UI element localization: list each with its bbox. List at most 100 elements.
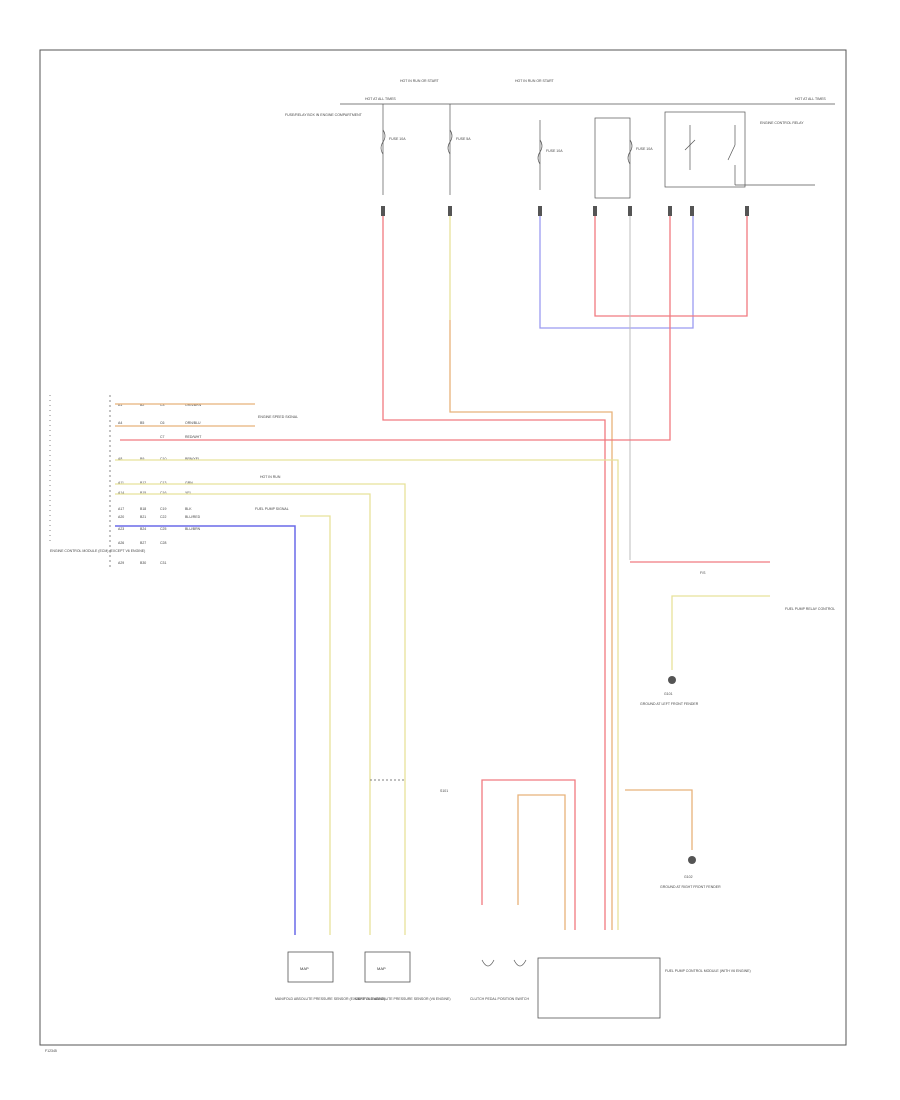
wire-ecm-yellow-2	[115, 493, 371, 935]
svg-text:RED/WHT: RED/WHT	[185, 435, 202, 439]
wire-red-fuse4	[594, 216, 748, 317]
ecm-pin-row-1: A4 B5 C6 ORN/BLU	[118, 421, 201, 425]
svg-text:B18: B18	[140, 507, 146, 511]
wire-red-switch	[481, 779, 576, 930]
wire-blue-fuse3	[539, 216, 694, 329]
svg-text:A8: A8	[118, 457, 122, 461]
ecm-pin-row-8: A23 B24 C25 BLU/BRN	[118, 527, 201, 531]
ecm-pin-row-7: A20 B21 C22 BLU/RED	[118, 515, 201, 519]
fuse-1: FUSE 10A	[380, 104, 406, 195]
relay-label: ENGINE CONTROL RELAY	[760, 121, 804, 125]
svg-text:BLK: BLK	[185, 507, 192, 511]
engine-speed-label: ENGINE SPEED SIGNAL	[258, 415, 298, 419]
svg-text:FUSE 10A: FUSE 10A	[389, 137, 406, 141]
svg-text:A20: A20	[118, 515, 124, 519]
hot-in-run-label-1: HOT IN RUN OR START	[400, 79, 440, 83]
svg-text:C22: C22	[160, 515, 166, 519]
svg-text:C13: C13	[160, 481, 166, 485]
wire-orange-ground2	[625, 789, 693, 850]
ecm-pin-row-5: A14 B15 C16 YEL	[118, 491, 192, 495]
svg-text:A29: A29	[118, 561, 124, 565]
hot-in-run-label-2: HOT IN RUN OR START	[515, 79, 555, 83]
svg-text:B30: B30	[140, 561, 146, 565]
map-sensor-1: MAP MANIFOLD ABSOLUTE PRESSURE SENSOR (E…	[275, 951, 385, 1001]
svg-text:G101: G101	[664, 692, 673, 696]
svg-text:B9: B9	[140, 457, 144, 461]
svg-text:BRN/YEL: BRN/YEL	[185, 457, 200, 461]
svg-text:FUSE 10A: FUSE 10A	[546, 149, 563, 153]
ecm-pin-row-6: A17 B18 C19 BLK	[118, 507, 192, 511]
svg-text:ORN/BRN: ORN/BRN	[185, 403, 202, 407]
svg-text:C7: C7	[160, 435, 165, 439]
svg-text:B5: B5	[140, 421, 144, 425]
svg-text:BLU/BRN: BLU/BRN	[185, 527, 201, 531]
svg-text:ORN/BLU: ORN/BLU	[185, 421, 201, 425]
svg-text:CLUTCH PEDAL POSITION SWITCH: CLUTCH PEDAL POSITION SWITCH	[470, 997, 529, 1001]
svg-text:BLU/RED: BLU/RED	[185, 515, 201, 519]
svg-text:G102: G102	[684, 875, 693, 879]
hot-signal-label: HOT IN RUN	[260, 475, 281, 479]
fuse-2: FUSE 5A	[447, 104, 471, 195]
wire-orange-switch	[517, 794, 566, 930]
svg-text:A26: A26	[118, 541, 124, 545]
wire-ecm-yellow-1	[115, 483, 406, 935]
hot-at-all-times-right: HOT AT ALL TIMES	[795, 97, 826, 101]
svg-text:B2: B2	[140, 403, 144, 407]
svg-text:FUSE 5A: FUSE 5A	[456, 137, 471, 141]
svg-text:GRN: GRN	[185, 481, 193, 485]
wire-ecm-blue	[115, 525, 296, 935]
ground-g101: G101 GROUND AT LEFT FRONT FENDER	[640, 676, 699, 706]
svg-text:GROUND AT RIGHT FRONT FENDER: GROUND AT RIGHT FRONT FENDER	[660, 885, 721, 889]
svg-text:B24: B24	[140, 527, 146, 531]
svg-text:FUEL PUMP CONTROL MODULE (WITH: FUEL PUMP CONTROL MODULE (WITH V6 ENGINE…	[665, 969, 751, 973]
svg-text:A14: A14	[118, 491, 124, 495]
top-connector-pins	[381, 206, 749, 216]
svg-text:GROUND AT LEFT FRONT FENDER: GROUND AT LEFT FRONT FENDER	[640, 702, 699, 706]
hot-at-all-times-left: HOT AT ALL TIMES	[365, 97, 396, 101]
svg-text:C25: C25	[160, 527, 166, 531]
svg-text:C19: C19	[160, 507, 166, 511]
svg-text:B27: B27	[140, 541, 146, 545]
ecm-pin-row-2: C7 RED/WHT	[160, 435, 202, 439]
svg-text:A4: A4	[118, 421, 122, 425]
wire-red-relay	[120, 216, 671, 441]
fuse-4: FUSE 10A	[594, 117, 653, 199]
wire-orange-fuse2	[449, 320, 613, 930]
ecm-pin-row-3: A8 B9 C10 BRN/YEL	[118, 457, 200, 461]
fuse-small-label: F/S	[700, 571, 706, 575]
ecm-pin-row-9: A26 B27 C28	[118, 541, 166, 545]
svg-text:C6: C6	[160, 421, 165, 425]
clutch-switch: CLUTCH PEDAL POSITION SWITCH	[470, 959, 529, 1001]
fuse-3: FUSE 10A	[537, 120, 563, 190]
fuel-signal-label: FUEL PUMP SIGNAL	[255, 507, 289, 511]
diagram-frame	[39, 49, 847, 1046]
ecm-pin-row-0: A1 B2 C3 ORN/BRN	[118, 403, 202, 407]
fuel-relay-label: FUEL PUMP RELAY CONTROL	[785, 607, 835, 611]
footer-code: F12345	[45, 1049, 57, 1053]
map-sensor-2: MAP MANIFOLD ABSOLUTE PRESSURE SENSOR (V…	[355, 951, 451, 1001]
svg-text:A23: A23	[118, 527, 124, 531]
ecm-pin-row-4: A11 B12 C13 GRN	[118, 481, 193, 485]
svg-text:C3: C3	[160, 403, 165, 407]
svg-text:C10: C10	[160, 457, 166, 461]
svg-text:C28: C28	[160, 541, 166, 545]
ecm-pin-row-10: A29 B30 C31	[118, 561, 166, 565]
svg-text:FUSE 10A: FUSE 10A	[636, 147, 653, 151]
wire-ecm-yellow-3	[300, 515, 331, 935]
svg-text:A1: A1	[118, 403, 122, 407]
svg-text:C31: C31	[160, 561, 166, 565]
fuse-box-label: FUSE/RELAY BOX IN ENGINE COMPARTMENT	[285, 113, 363, 117]
svg-text:YEL: YEL	[185, 491, 192, 495]
wire-ecm-yellow-long	[115, 459, 619, 930]
fuel-pump-control-module: FUEL PUMP CONTROL MODULE (WITH V6 ENGINE…	[537, 957, 751, 1019]
svg-text:MANIFOLD ABSOLUTE PRESSURE SEN: MANIFOLD ABSOLUTE PRESSURE SENSOR (V6 EN…	[355, 997, 451, 1001]
wire-yellow-ground1	[671, 595, 770, 670]
ecm-label: ENGINE CONTROL MODULE (ECM) (EXCEPT V6 E…	[50, 549, 145, 553]
svg-text:MAP: MAP	[377, 966, 386, 971]
svg-text:MAP: MAP	[300, 966, 309, 971]
svg-text:B21: B21	[140, 515, 146, 519]
splice-label: S101	[440, 789, 448, 793]
svg-text:B15: B15	[140, 491, 146, 495]
svg-text:MANIFOLD ABSOLUTE PRESSURE SEN: MANIFOLD ABSOLUTE PRESSURE SENSOR (EXCEP…	[275, 997, 385, 1001]
